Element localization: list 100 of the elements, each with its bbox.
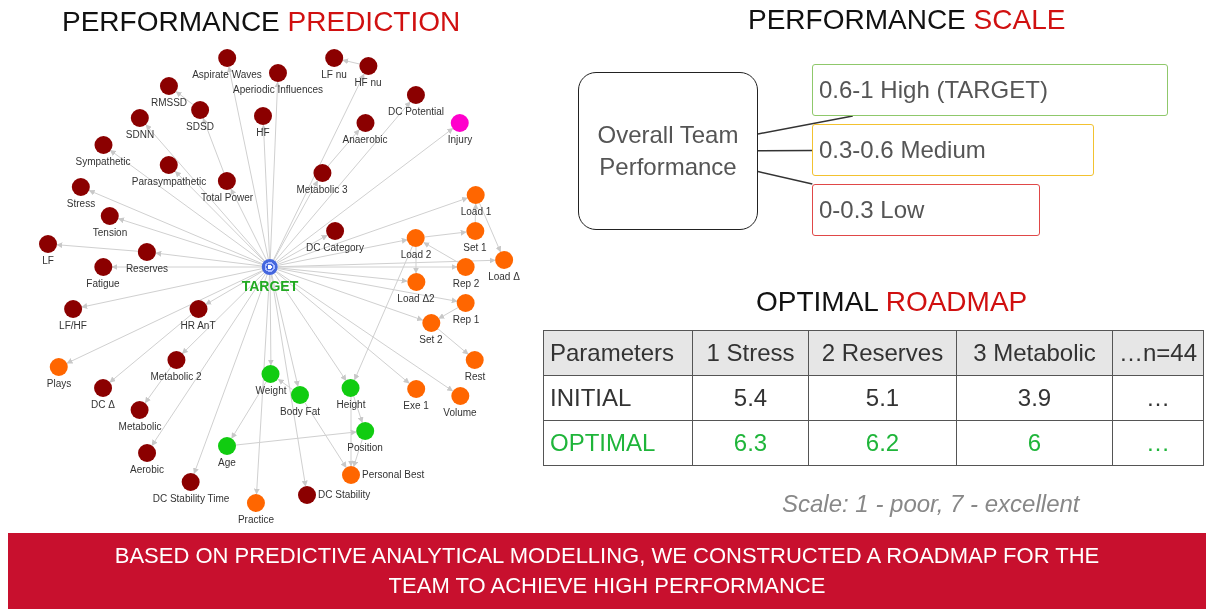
arrow <box>277 237 408 266</box>
node-label: Plays <box>46 378 72 390</box>
option-box: 0-0.3 Low <box>812 184 1040 236</box>
node-label: Rep 2 <box>452 278 480 290</box>
connector-line <box>757 115 854 135</box>
arrow <box>277 264 458 270</box>
arrow <box>277 196 469 265</box>
heading-word: OPTIMAL <box>756 286 878 317</box>
table-cell: 5.4 <box>692 375 809 421</box>
arrow <box>342 58 360 65</box>
arrow <box>479 202 502 253</box>
node-label: Height <box>336 399 366 411</box>
node-label: Exe 1 <box>403 400 429 412</box>
node-label: Load Δ2 <box>397 293 435 305</box>
arrow <box>277 267 408 284</box>
table-cell: INITIAL <box>543 375 693 421</box>
node-label: Stress <box>66 198 96 210</box>
arrow <box>267 274 274 366</box>
node-label: Load 2 <box>400 249 432 261</box>
arrow <box>304 402 347 468</box>
target-label: TARGET <box>241 278 299 294</box>
table-cell: 6.2 <box>808 420 957 466</box>
option-box: 0.6-1 High (TARGET) <box>812 64 1168 116</box>
arrow <box>276 234 328 264</box>
arrow <box>145 124 266 262</box>
arrow <box>151 273 267 446</box>
arrow <box>81 268 263 309</box>
arrow <box>413 246 419 274</box>
node-label: Set 2 <box>419 334 443 346</box>
table-cell: 3.9 <box>956 375 1113 421</box>
arrow <box>231 381 267 439</box>
heading-word: SCALE <box>973 4 1066 35</box>
node-label: Metabolic 2 <box>150 371 202 383</box>
node-label: Anaerobic <box>342 134 388 146</box>
node-label: Metabolic 3 <box>296 184 348 196</box>
arrow <box>56 242 139 252</box>
arrow <box>226 66 269 260</box>
node-label: Position <box>347 442 383 454</box>
node-label: Rep 1 <box>452 314 480 326</box>
node-label: Weight <box>255 385 287 397</box>
arrow <box>353 245 413 381</box>
node-label: Set 1 <box>463 242 487 254</box>
header-cell: Parameters <box>543 330 693 376</box>
arrow <box>230 188 267 261</box>
heading-word: PERFORMANCE <box>62 6 280 37</box>
node-label: Sympathetic <box>75 156 131 168</box>
arrow <box>275 127 454 263</box>
node-label: DC Δ <box>91 399 115 411</box>
node-label: Load Δ <box>488 271 520 283</box>
node-label: Volume <box>443 407 477 419</box>
arrow <box>269 81 281 260</box>
node-label: Injury <box>447 134 473 146</box>
arrow <box>472 203 479 223</box>
option-box: 0.3-0.6 Medium <box>812 124 1094 176</box>
arrow <box>274 101 411 262</box>
arrow <box>352 439 363 467</box>
arrow <box>111 264 263 270</box>
node-label: Parasympathetic <box>131 176 207 188</box>
table-cell: 5.1 <box>808 375 957 421</box>
heading-word: PREDICTION <box>287 6 461 37</box>
arrow <box>270 274 308 487</box>
connector-line <box>757 170 814 185</box>
node-label: Personal Best <box>362 469 425 481</box>
table-cell: … <box>1112 420 1204 466</box>
arrow <box>155 250 263 267</box>
arrow <box>88 189 264 265</box>
header-cell: 3 Metabolic <box>956 330 1113 376</box>
node-label: LF/HF <box>59 320 87 332</box>
arrow <box>277 269 424 322</box>
arrow <box>144 366 172 404</box>
arrow <box>423 242 459 263</box>
node-label: SDSD <box>186 121 214 133</box>
node-label: Load 1 <box>460 206 492 218</box>
caption-text: BASED ON PREDICTIVE ANALYTICAL MODELLING, WE CONSTRUCTED A ROADMAP FOR THE TEAM TO ACHIEVE HIGH PERFORMANCE <box>113 542 1101 600</box>
node-label: HF <box>256 127 270 139</box>
node-label: Aspirate Waves <box>192 69 262 81</box>
table-cell: 6 <box>956 420 1113 466</box>
header-cell: 2 Reserves <box>808 330 957 376</box>
arrow <box>253 274 270 495</box>
node-label: HF nu <box>354 77 382 89</box>
arrow <box>438 306 459 320</box>
arrow <box>277 378 294 391</box>
arrow <box>273 273 347 381</box>
table-cell: 6.3 <box>692 420 809 466</box>
arrow <box>353 396 364 423</box>
arrow <box>109 149 265 263</box>
arrow <box>275 271 410 384</box>
arrow <box>271 274 300 387</box>
arrow <box>118 217 263 266</box>
node-label: DC Stability <box>318 489 371 501</box>
arrow <box>424 229 467 238</box>
rounded-box: Overall Team Performance <box>578 72 758 230</box>
node-label: Aperiodic Influences <box>232 84 324 96</box>
arrow <box>205 270 264 305</box>
table-cell: … <box>1112 375 1204 421</box>
node-label: Body Fat <box>280 406 320 418</box>
arrow <box>181 272 265 355</box>
table-cell: OPTIMAL <box>543 420 693 466</box>
node-label: DC Stability Time <box>152 493 230 505</box>
node-label: Practice <box>237 514 275 526</box>
